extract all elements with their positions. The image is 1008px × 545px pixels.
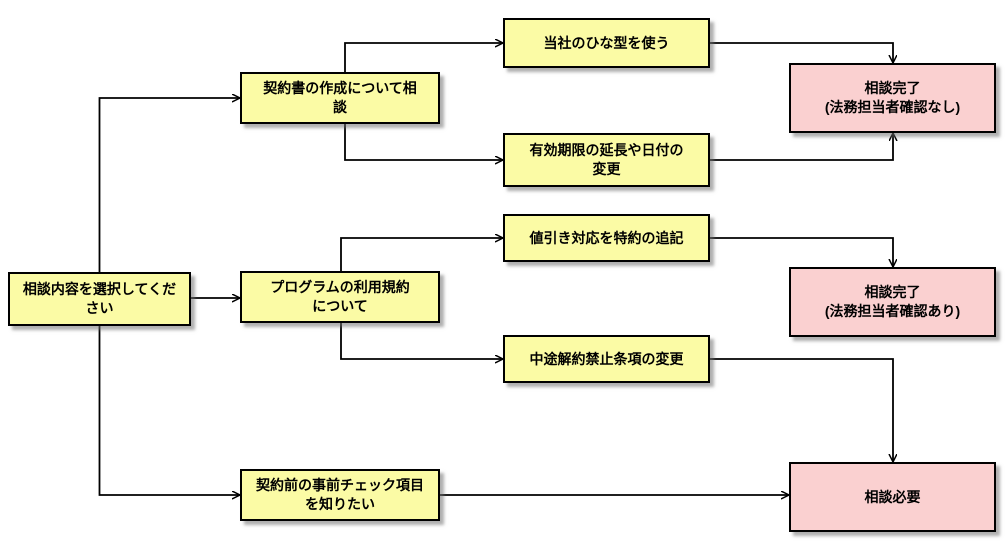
node-start: 相談内容を選択してくだ さい	[8, 272, 191, 326]
node-done-no-review: 相談完了 (法務担当者確認なし)	[789, 63, 996, 133]
node-extend-date-label: 有効期限の延長や日付の 変更	[529, 142, 684, 177]
edge-program-cancel	[340, 323, 503, 359]
node-program-terms: プログラムの利用規約 について	[240, 271, 440, 323]
node-contract-draft-label: 契約書の作成について相 談	[263, 80, 417, 115]
edge-cancel-consult-needed	[710, 358, 893, 462]
edge-extend-done-no	[710, 133, 893, 161]
node-contract-draft: 契約書の作成について相 談	[240, 72, 440, 124]
node-start-label: 相談内容を選択してくだ さい	[22, 281, 177, 316]
node-use-template-label: 当社のひな型を使う	[543, 34, 670, 51]
node-use-template: 当社のひな型を使う	[503, 18, 710, 68]
node-cancel-clause: 中途解約禁止条項の変更	[503, 335, 710, 383]
node-extend-date: 有効期限の延長や日付の 変更	[503, 133, 710, 187]
edge-template-done-no	[710, 42, 893, 63]
edge-program-discount	[340, 238, 503, 271]
node-done-with-review: 相談完了 (法務担当者確認あり)	[789, 267, 996, 337]
edge-contract-extend-date	[344, 124, 503, 160]
node-program-terms-label: プログラムの利用規約 について	[270, 279, 410, 314]
node-discount-clause: 値引き対応を特約の追記	[503, 214, 710, 262]
node-done-with-review-label: 相談完了 (法務担当者確認あり)	[824, 284, 961, 319]
edge-start-pre-check	[98, 326, 241, 495]
node-cancel-clause-label: 中途解約禁止条項の変更	[529, 350, 684, 367]
node-done-no-review-label: 相談完了 (法務担当者確認なし)	[824, 80, 961, 115]
node-consult-needed: 相談必要	[789, 462, 996, 532]
edge-start-contract-draft	[98, 98, 241, 272]
node-pre-check: 契約前の事前チェック項目 を知りたい	[240, 469, 440, 521]
edge-discount-done-with	[710, 237, 893, 267]
node-discount-clause-label: 値引き対応を特約の追記	[529, 229, 684, 246]
node-consult-needed-label: 相談必要	[864, 488, 921, 505]
node-pre-check-label: 契約前の事前チェック項目 を知りたい	[256, 477, 424, 512]
edge-contract-use-template	[344, 43, 503, 72]
